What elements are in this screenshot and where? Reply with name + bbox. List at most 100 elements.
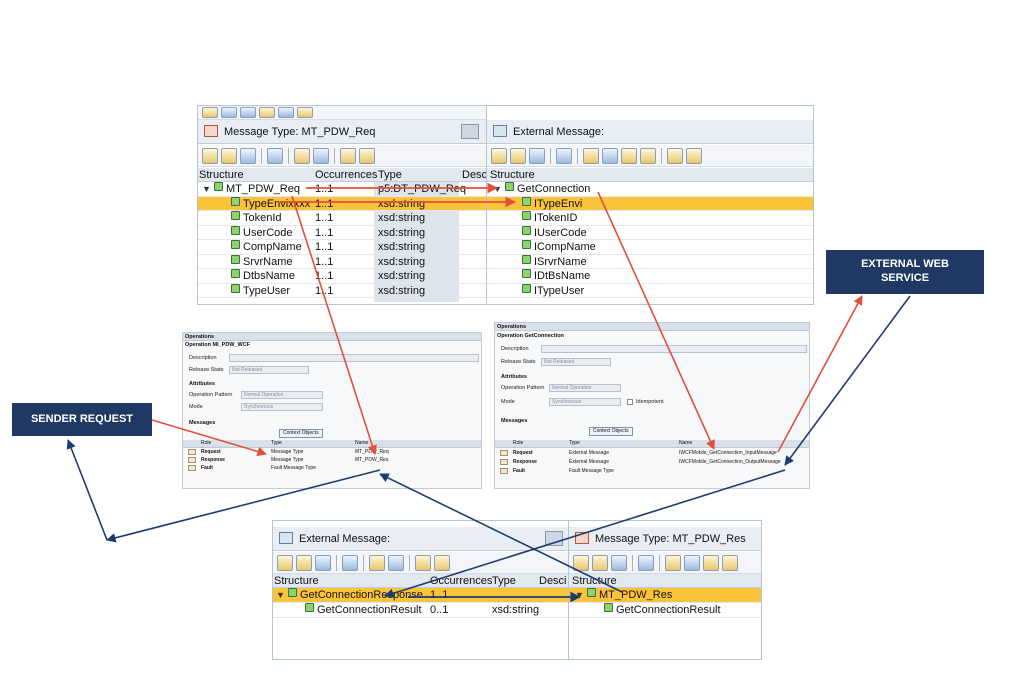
toolbar-button[interactable]	[278, 107, 294, 118]
row-selector[interactable]	[500, 468, 508, 474]
tree-row[interactable]: ISrvrName	[487, 254, 813, 269]
col-occurrences[interactable]: Occurrences	[315, 169, 378, 181]
filter-icon[interactable]	[388, 555, 404, 571]
filter-icon[interactable]	[313, 148, 329, 164]
expand-triangle-icon[interactable]: ▼	[575, 590, 584, 600]
row-selector[interactable]	[188, 457, 196, 463]
row-selector[interactable]	[188, 465, 196, 471]
row-selector[interactable]	[500, 459, 508, 465]
insert-icon[interactable]	[369, 555, 385, 571]
tree-row[interactable]: CompName 1..1 xsd:string	[198, 240, 486, 255]
col-structure[interactable]: Structure	[274, 575, 319, 587]
idempotent-checkbox[interactable]	[627, 399, 633, 405]
table-icon[interactable]	[296, 555, 312, 571]
insert-icon[interactable]	[665, 555, 681, 571]
mode-field[interactable]: Synchronous	[241, 403, 323, 411]
operation-pattern-field[interactable]: Normal Operation	[241, 391, 323, 399]
toolbar-button[interactable]	[259, 107, 275, 118]
tree-row-selected[interactable]: ▼ GetConnectionResponse 1..1	[273, 588, 568, 603]
tree-row[interactable]: TokenId 1..1 xsd:string	[198, 211, 486, 226]
col-structure[interactable]: Structure	[572, 575, 617, 587]
col-occurrences[interactable]: Occurrences	[430, 575, 493, 587]
expand-icon[interactable]	[277, 555, 293, 571]
node-occurrence: 1..1	[315, 226, 334, 239]
src-icon[interactable]	[315, 555, 331, 571]
expand-triangle-icon[interactable]: ▼	[276, 590, 285, 600]
tree-row[interactable]: ITypeUser	[487, 283, 813, 298]
message-row[interactable]: Fault Fault Message Type	[183, 465, 481, 472]
check-icon[interactable]	[267, 148, 283, 164]
tree-row-root[interactable]: ▼ MT_PDW_Req 1..1 p5:DT_PDW_Req	[198, 182, 486, 197]
toolbar-button[interactable]	[221, 107, 237, 118]
src-icon[interactable]	[529, 148, 545, 164]
find-next-icon[interactable]	[434, 555, 450, 571]
tree-row[interactable]: GetConnectionResult 0..1 xsd:string	[273, 603, 568, 618]
insert-icon[interactable]	[583, 148, 599, 164]
context-objects-button[interactable]: Context Objects	[279, 429, 323, 438]
tree-row-selected[interactable]: ITypeEnvi	[487, 196, 813, 211]
filter-icon[interactable]	[684, 555, 700, 571]
find-icon[interactable]	[340, 148, 356, 164]
message-row[interactable]: Response Message Type MT_PDW_Res	[183, 457, 481, 464]
col-desc[interactable]: Desc	[462, 169, 486, 181]
tree-row-selected[interactable]: TypeEnvixxxx 1..1 xsd:string	[198, 196, 486, 211]
message-row[interactable]: Fault Fault Message Type	[495, 468, 809, 475]
src-icon[interactable]	[611, 555, 627, 571]
expand-triangle-icon[interactable]: ▼	[493, 184, 502, 194]
description-field[interactable]	[229, 354, 479, 362]
find-icon[interactable]	[415, 555, 431, 571]
col-type[interactable]: Type	[378, 169, 402, 181]
check-icon[interactable]	[556, 148, 572, 164]
tree-row[interactable]: IDtBsName	[487, 269, 813, 284]
tree-row[interactable]: UserCode 1..1 xsd:string	[198, 225, 486, 240]
col-structure[interactable]: Structure	[490, 169, 535, 181]
find-next-icon[interactable]	[359, 148, 375, 164]
col-type[interactable]: Type	[492, 575, 516, 587]
message-row[interactable]: Response External Message IWCFMobile_Get…	[495, 459, 809, 466]
toolbar-button[interactable]	[297, 107, 313, 118]
check-icon[interactable]	[638, 555, 654, 571]
tree-row[interactable]: IUserCode	[487, 225, 813, 240]
col-structure[interactable]: Structure	[199, 169, 244, 181]
message-row[interactable]: Request Message Type MT_PDW_Req	[183, 449, 481, 456]
table-icon[interactable]	[592, 555, 608, 571]
row-selector[interactable]	[500, 450, 508, 456]
expand-icon[interactable]	[491, 148, 507, 164]
collapse-button[interactable]	[461, 124, 479, 139]
tree-row-root[interactable]: ▼ GetConnection	[487, 182, 813, 197]
expand-icon[interactable]	[573, 555, 589, 571]
expand-icon[interactable]	[202, 148, 218, 164]
find-icon[interactable]	[667, 148, 683, 164]
release-state-field[interactable]: Not Released	[229, 366, 309, 374]
tree-row[interactable]: SrvrName 1..1 xsd:string	[198, 254, 486, 269]
filter-icon[interactable]	[602, 148, 618, 164]
col-desc[interactable]: Desci	[539, 575, 567, 587]
import-icon[interactable]	[640, 148, 656, 164]
tree-row[interactable]: ICompName	[487, 240, 813, 255]
table-icon[interactable]	[510, 148, 526, 164]
operation-pattern-field[interactable]: Normal Operation	[549, 384, 621, 392]
tree-row[interactable]: ITokenID	[487, 211, 813, 226]
toolbar-button[interactable]	[240, 107, 256, 118]
export-icon[interactable]	[621, 148, 637, 164]
insert-icon[interactable]	[294, 148, 310, 164]
check-icon[interactable]	[342, 555, 358, 571]
tree-row[interactable]: TypeUser 1..1 xsd:string	[198, 283, 486, 298]
toolbar-button[interactable]	[202, 107, 218, 118]
export-icon[interactable]	[703, 555, 719, 571]
tree-row[interactable]: DtbsName 1..1 xsd:string	[198, 269, 486, 284]
message-row[interactable]: Request External Message IWCFMobile_GetC…	[495, 450, 809, 457]
description-field[interactable]	[541, 345, 807, 353]
table-icon[interactable]	[221, 148, 237, 164]
tree-row[interactable]: GetConnectionResult	[569, 603, 761, 618]
expand-triangle-icon[interactable]: ▼	[202, 184, 211, 194]
import-icon[interactable]	[722, 555, 738, 571]
find-next-icon[interactable]	[686, 148, 702, 164]
mode-field[interactable]: Synchronous	[549, 398, 621, 406]
release-state-field[interactable]: Not Released	[541, 358, 611, 366]
collapse-button[interactable]	[545, 531, 563, 546]
src-icon[interactable]	[240, 148, 256, 164]
context-objects-button[interactable]: Context Objects	[589, 427, 633, 436]
tree-row-selected[interactable]: ▼ MT_PDW_Res	[569, 588, 761, 603]
row-selector[interactable]	[188, 449, 196, 455]
